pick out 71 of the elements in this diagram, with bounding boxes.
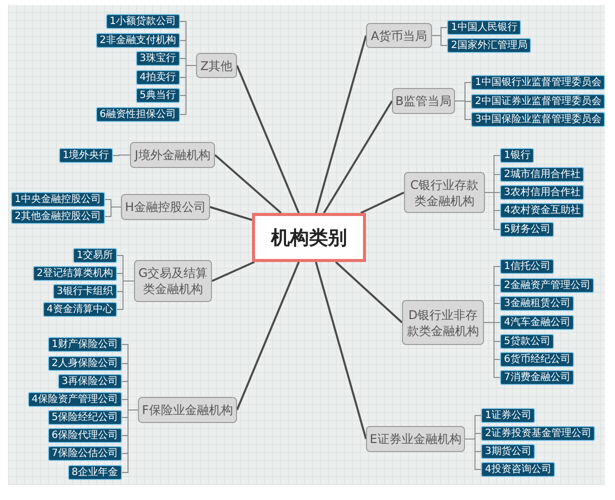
bracket-connector <box>484 322 500 378</box>
central-topic-box: 机构类别 <box>252 213 366 262</box>
item-box: 1小额贷款公司 <box>106 14 180 29</box>
item-box: 3期货公司 <box>481 444 536 459</box>
item-box: 3中国保险业监督管理委员会 <box>471 112 606 127</box>
item-box: 4农村资金互助社 <box>500 203 584 218</box>
item-box: 8企业年金 <box>68 465 122 480</box>
item-box: 5典当行 <box>136 88 180 103</box>
bracket-connector <box>104 206 122 217</box>
bracket-connector <box>180 65 196 115</box>
connector-line <box>323 100 393 214</box>
item-box: 3金融租赁公司 <box>500 296 574 311</box>
item-box: 1中国银行业监督管理委员会 <box>471 75 606 90</box>
category-box: C银行业存款类金融机构 <box>404 172 485 213</box>
item-box: 1中央金融控股公司 <box>10 192 105 207</box>
category-box: J境外金融机构 <box>130 142 215 168</box>
bracket-connector <box>432 35 448 46</box>
connector-line <box>210 206 252 221</box>
connector-line <box>360 192 404 214</box>
item-box: 2中国证券业监督管理委员会 <box>471 94 606 109</box>
item-box: 5保险经纪公司 <box>48 410 122 425</box>
item-box: 2国家外汇管理局 <box>447 38 532 53</box>
connector-line <box>335 261 403 324</box>
item-box: 2其他金融控股公司 <box>10 209 105 224</box>
category-box: A货币当局 <box>366 23 432 48</box>
item-box: 3农村信用合作社 <box>500 185 584 200</box>
category-box: G交易及结算类金融机构 <box>134 260 212 302</box>
item-box: 2城市信用合作社 <box>500 167 584 182</box>
connector-line <box>212 261 255 282</box>
item-box: 3再保险公司 <box>58 374 122 389</box>
category-box: E证券业金融机构 <box>366 426 465 452</box>
category-box: B监管当局 <box>392 88 455 114</box>
bracket-connector <box>484 192 500 230</box>
item-box: 4资金清算中心 <box>42 302 117 317</box>
category-box: H金融控股公司 <box>121 194 210 220</box>
item-box: 2证券投资基金管理公司 <box>481 426 596 441</box>
category-box: Z其他 <box>196 53 237 78</box>
item-box: 4汽车金融公司 <box>500 315 574 330</box>
category-box: D银行业非存款类金融机构 <box>402 300 484 345</box>
item-box: 5财务公司 <box>500 222 554 237</box>
item-box: 7消费金融公司 <box>500 370 574 385</box>
bracket-connector <box>112 154 130 156</box>
item-box: 6保险代理公司 <box>48 428 122 443</box>
connector-line <box>214 154 282 214</box>
category-box: F保险业金融机构 <box>138 397 237 423</box>
connector-line <box>236 262 300 410</box>
item-box: 3珠宝行 <box>136 51 180 66</box>
item-box: 4保险资产管理公司 <box>28 392 122 407</box>
bracket-connector <box>464 438 482 470</box>
bracket-connector <box>116 280 134 310</box>
connector-line <box>314 262 367 440</box>
item-box: 2登记结算类机构 <box>32 266 117 281</box>
item-box: 6融资性担保公司 <box>96 107 180 122</box>
item-box: 4投资咨询公司 <box>481 462 556 477</box>
item-box: 7保险公估公司 <box>48 446 122 461</box>
item-box: 4拍卖行 <box>136 70 180 85</box>
connector-line <box>314 35 367 214</box>
item-box: 2金融资产管理公司 <box>500 278 594 293</box>
item-box: 2人身保险公司 <box>48 356 122 371</box>
item-box: 1中国人民银行 <box>447 20 522 35</box>
item-box: 2非金融支付机构 <box>96 33 180 48</box>
item-box: 1境外央行 <box>58 148 113 163</box>
item-box: 1证券公司 <box>481 408 536 423</box>
item-box: 1财产保险公司 <box>48 337 122 352</box>
item-box: 3银行卡组织 <box>52 284 117 299</box>
item-box: 1信托公司 <box>500 259 554 274</box>
item-box: 1交易所 <box>72 248 117 263</box>
item-box: 1银行 <box>500 148 534 163</box>
item-box: 6货币经纪公司 <box>500 352 574 367</box>
item-box: 5贷款公司 <box>500 334 554 349</box>
connector-line <box>236 65 300 214</box>
